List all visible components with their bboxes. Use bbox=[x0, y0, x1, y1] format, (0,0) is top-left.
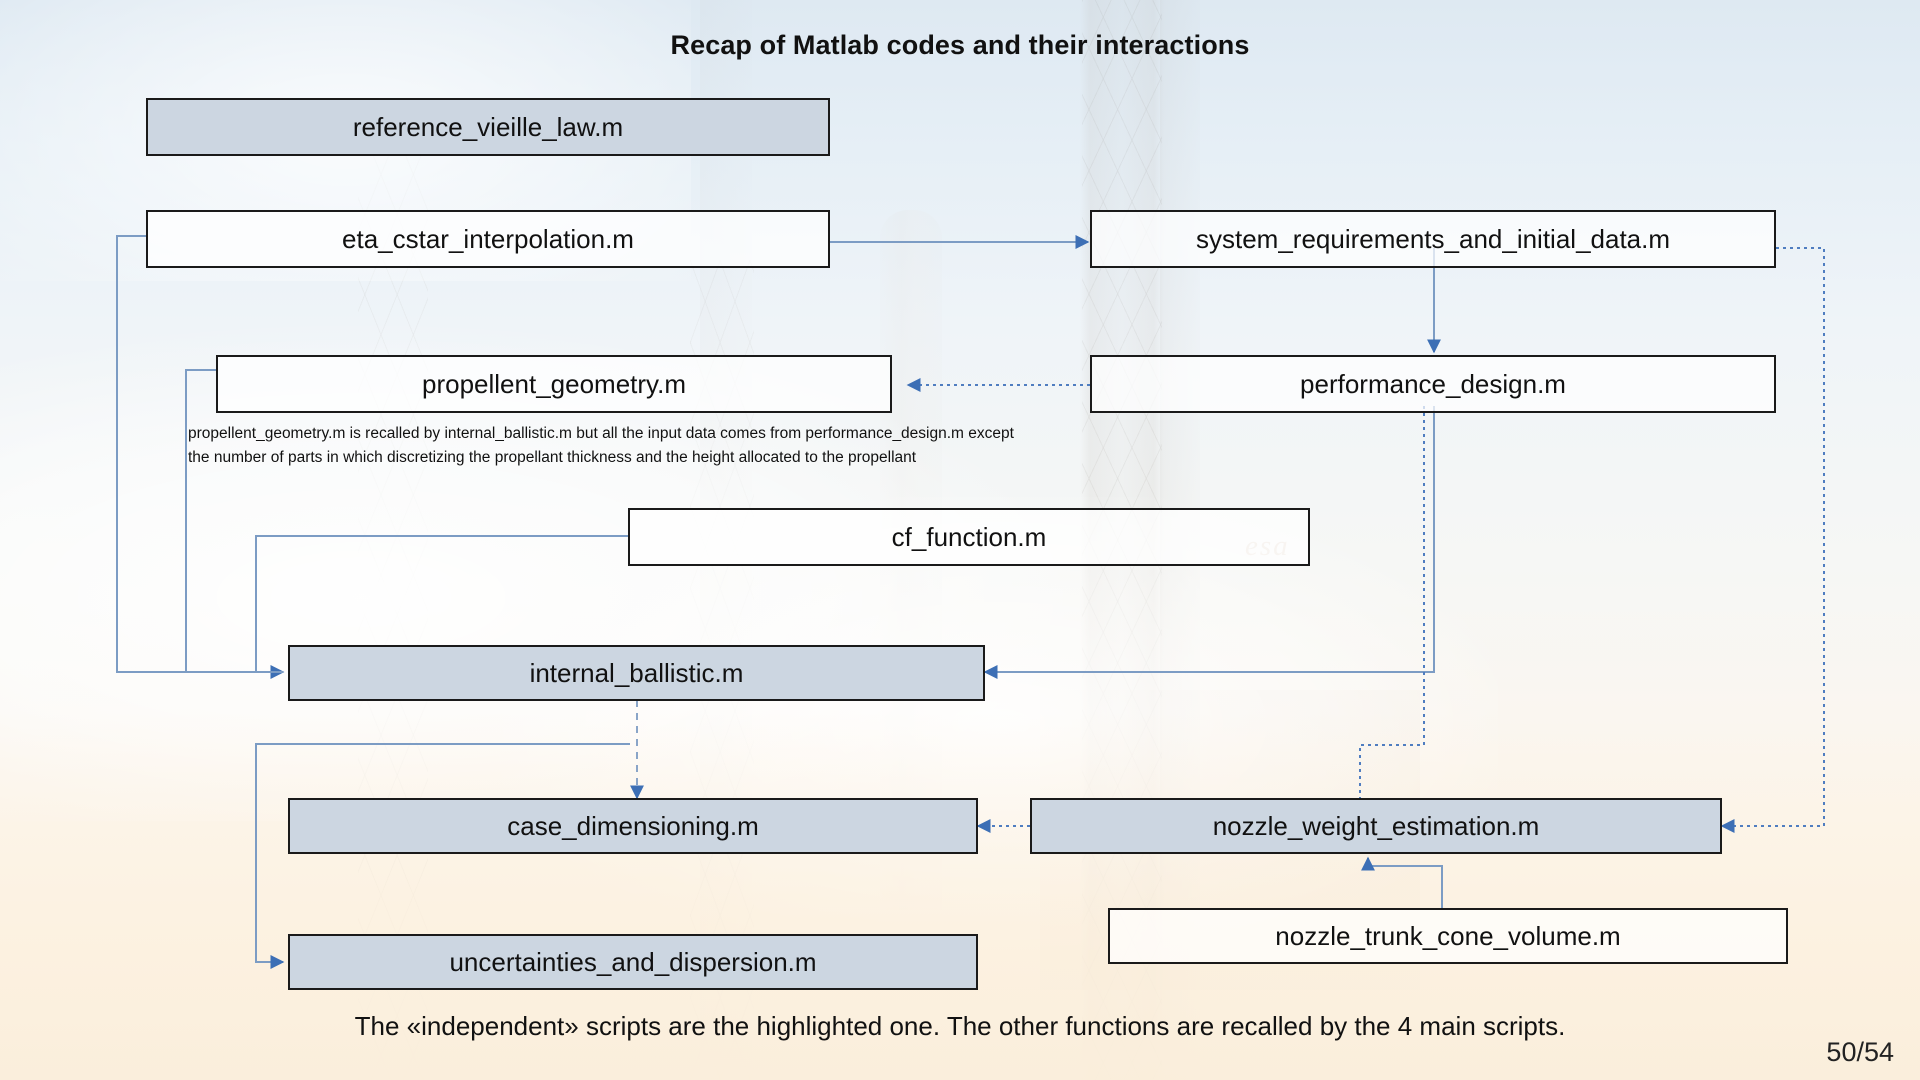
node-label: performance_design.m bbox=[1300, 368, 1566, 399]
explanatory-note: propellent_geometry.m is recalled by int… bbox=[188, 422, 1406, 470]
node-uncertainties-and-dispersion[interactable]: uncertainties_and_dispersion.m bbox=[288, 934, 978, 990]
node-nozzle-weight-estimation[interactable]: nozzle_weight_estimation.m bbox=[1030, 798, 1722, 854]
node-cf-function[interactable]: cf_function.m bbox=[628, 508, 1310, 566]
node-internal-ballistic[interactable]: internal_ballistic.m bbox=[288, 645, 985, 701]
node-reference-vieille-law[interactable]: reference_vieille_law.m bbox=[146, 98, 830, 156]
note-line-2: the number of parts in which discretizin… bbox=[188, 449, 917, 467]
node-label: reference_vieille_law.m bbox=[352, 111, 624, 142]
node-label: propellent_geometry.m bbox=[422, 368, 686, 399]
node-case-dimensioning[interactable]: case_dimensioning.m bbox=[288, 798, 978, 854]
node-label: uncertainties_and_dispersion.m bbox=[449, 946, 817, 977]
slide-caption: The «independent» scripts are the highli… bbox=[354, 1011, 1566, 1041]
node-label: nozzle_trunk_cone_volume.m bbox=[1275, 920, 1621, 951]
node-propellent-geometry[interactable]: propellent_geometry.m bbox=[216, 355, 892, 413]
node-label: internal_ballistic.m bbox=[529, 657, 744, 688]
node-label: cf_function.m bbox=[891, 521, 1047, 552]
node-label: nozzle_weight_estimation.m bbox=[1212, 810, 1540, 841]
node-performance-design[interactable]: performance_design.m bbox=[1090, 355, 1776, 413]
edge-propellent-to-internal bbox=[185, 369, 283, 673]
node-label: eta_cstar_interpolation.m bbox=[342, 223, 634, 254]
note-line-1: propellent_geometry.m is recalled by int… bbox=[188, 425, 1014, 442]
edge-trunkcone-to-nozzle bbox=[1361, 856, 1443, 908]
page-number: 50/54 bbox=[1826, 1037, 1894, 1067]
slide-title: Recap of Matlab codes and their interact… bbox=[670, 30, 1250, 60]
node-nozzle-trunk-cone-volume[interactable]: nozzle_trunk_cone_volume.m bbox=[1108, 908, 1788, 964]
node-system-requirements-and-initial-data[interactable]: system_requirements_and_initial_data.m bbox=[1090, 210, 1776, 268]
node-label: case_dimensioning.m bbox=[507, 810, 759, 841]
node-eta-cstar-interpolation[interactable]: eta_cstar_interpolation.m bbox=[146, 210, 830, 268]
edge-system-to-nozzle bbox=[1720, 247, 1825, 833]
node-label: system_requirements_and_initial_data.m bbox=[1195, 223, 1671, 254]
